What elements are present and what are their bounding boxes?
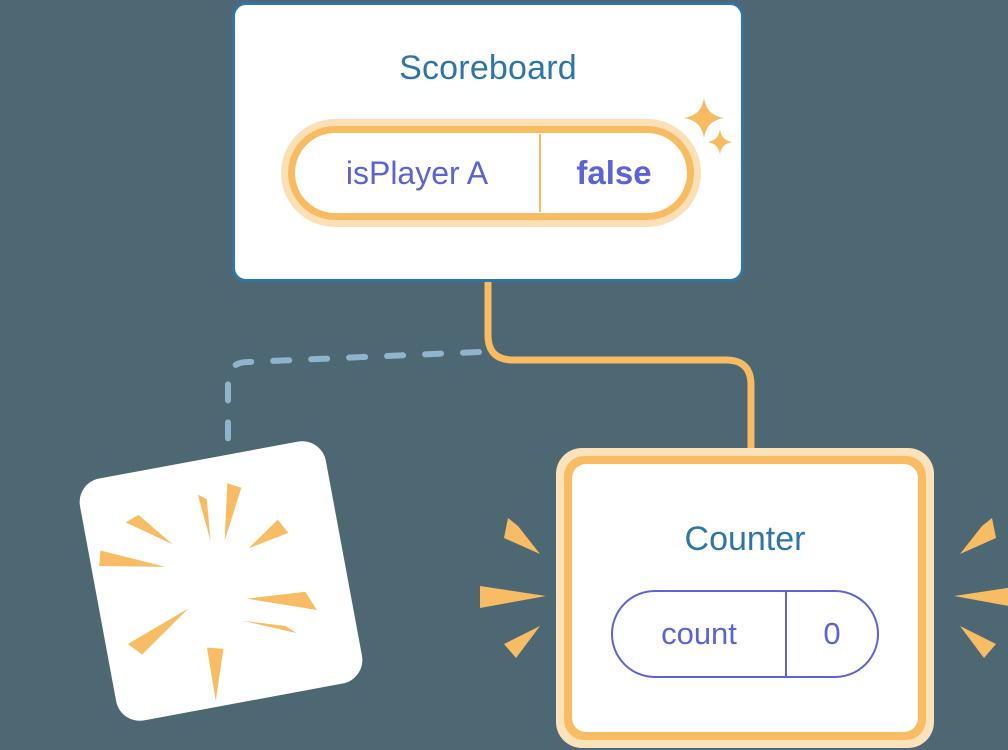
connector-scoreboard-to-counter bbox=[484, 282, 755, 455]
pill-body: isPlayer A false bbox=[295, 133, 687, 213]
counter-burst-left-icon bbox=[480, 518, 546, 658]
tilted-placeholder-card[interactable] bbox=[75, 437, 367, 725]
pill-divider bbox=[785, 590, 787, 678]
counter-title: Counter bbox=[684, 520, 806, 558]
scoreboard-prop-value: false bbox=[576, 154, 652, 191]
scoreboard-card[interactable]: Scoreboard isPlayer A false bbox=[232, 2, 744, 282]
scoreboard-prop-pill[interactable]: isPlayer A false bbox=[281, 119, 701, 227]
pill-divider bbox=[539, 134, 541, 212]
scoreboard-title: Scoreboard bbox=[399, 49, 577, 87]
counter-prop-pill[interactable]: count 0 bbox=[611, 590, 879, 678]
counter-prop-key: count bbox=[661, 616, 737, 651]
counter-card-body: Counter count 0 bbox=[572, 464, 918, 732]
counter-burst-right-icon bbox=[954, 518, 1008, 658]
sparkle-large-icon bbox=[682, 96, 726, 140]
counter-prop-value: 0 bbox=[823, 616, 841, 651]
sparkle-small-icon bbox=[706, 128, 734, 156]
tilted-card-burst-icon bbox=[99, 483, 317, 701]
counter-card[interactable]: Counter count 0 bbox=[556, 448, 934, 748]
counter-card-highlight-ring: Counter count 0 bbox=[564, 456, 926, 740]
scoreboard-prop-key: isPlayer A bbox=[345, 154, 489, 191]
